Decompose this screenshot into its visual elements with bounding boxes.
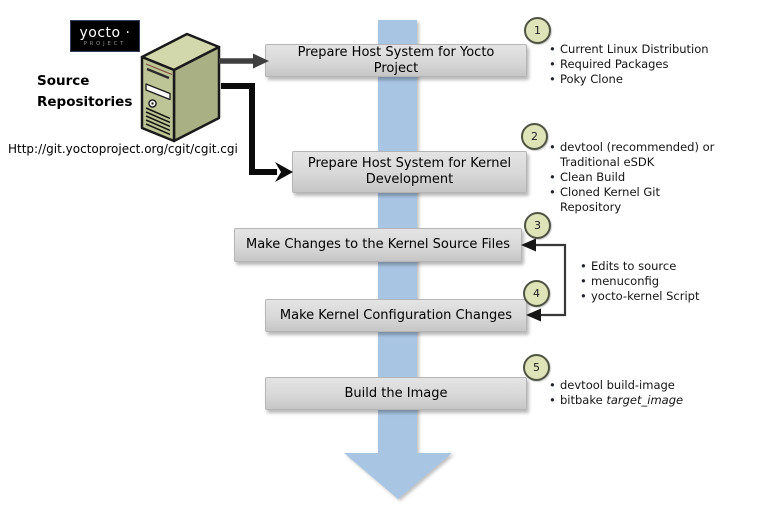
step-box-1: Prepare Host System for Yocto Project xyxy=(265,44,527,77)
server-accent-line xyxy=(145,63,173,76)
yocto-project-logo: yocto · PROJECT xyxy=(70,20,140,52)
notes-list-steps3-4: Edits to sourcemenuconfigyocto-kernel Sc… xyxy=(578,259,738,304)
server-disk-slot xyxy=(145,83,171,101)
step-box-4: Make Kernel Configuration Changes xyxy=(265,299,527,332)
step-number-3: 3 xyxy=(524,212,551,239)
notes-list-step2: devtool (recommended) or Traditional eSD… xyxy=(547,140,719,215)
server-groove xyxy=(146,67,170,80)
notes-list-step1: Current Linux DistributionRequired Packa… xyxy=(547,42,732,87)
bullet-item: Edits to source xyxy=(578,259,738,274)
notes-list-step5: devtool build-imagebitbake target_image xyxy=(547,378,722,408)
bullet-item: menuconfig xyxy=(578,274,738,289)
bullet-item: Current Linux Distribution xyxy=(547,42,732,57)
step-box-3: Make Changes to the Kernel Source Files xyxy=(234,228,522,262)
bullet-item: Clean Build xyxy=(547,170,719,185)
bullet-item: yocto-kernel Script xyxy=(578,289,738,304)
logo-brand-text: yocto · xyxy=(79,24,131,41)
step-number-4: 4 xyxy=(523,280,550,307)
bullet-item: bitbake target_image xyxy=(547,393,722,408)
source-repositories-label: Source Repositories xyxy=(37,73,133,110)
step-box-2: Prepare Host System for Kernel Developme… xyxy=(292,151,527,193)
bullet-item: Required Packages xyxy=(547,57,732,72)
step-number-1: 1 xyxy=(524,17,551,44)
bullet-item: Poky Clone xyxy=(547,72,732,87)
bullet-item: Cloned Kernel Git Repository xyxy=(547,185,719,215)
bullet-item: devtool (recommended) or Traditional eSD… xyxy=(547,140,719,170)
step-number-2: 2 xyxy=(521,123,548,150)
bullet-item: devtool build-image xyxy=(547,378,722,393)
step-box-5: Build the Image xyxy=(265,377,527,410)
source-repositories-url: Http://git.yoctoproject.org/cgit/cgit.cg… xyxy=(8,142,238,156)
server-icon xyxy=(140,32,221,143)
logo-project-text: PROJECT xyxy=(83,40,127,47)
server-vents xyxy=(145,107,171,136)
step-number-5: 5 xyxy=(523,354,550,381)
